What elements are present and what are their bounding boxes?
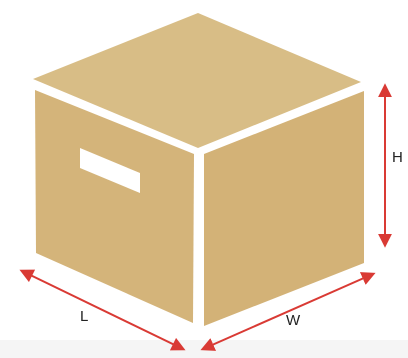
length-label: L bbox=[80, 308, 88, 325]
height-label: H bbox=[392, 149, 403, 166]
width-label: W bbox=[286, 312, 301, 329]
cardboard-box-icon bbox=[33, 13, 364, 326]
